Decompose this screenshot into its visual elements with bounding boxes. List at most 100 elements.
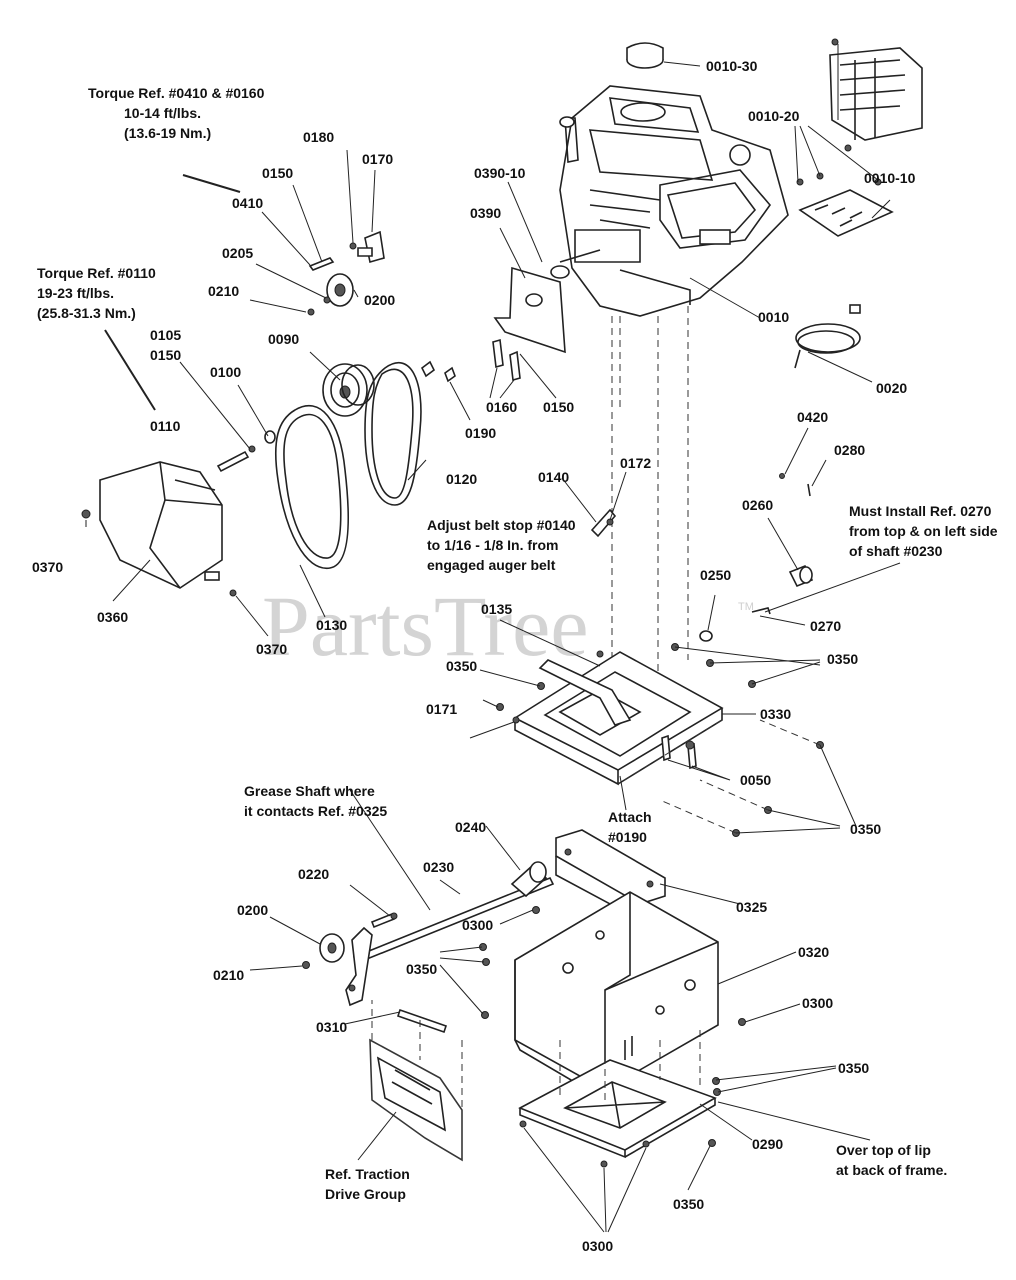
label-0350-frame: 0350: [406, 961, 437, 977]
svg-text:from top & on left side: from top & on left side: [849, 523, 998, 539]
label-0325: 0325: [736, 899, 767, 915]
label-0300-frame: 0300: [462, 917, 493, 933]
idler-pulley-0200: [326, 273, 354, 307]
pin-0270: [751, 607, 771, 615]
label-0150-upper: 0150: [262, 165, 293, 181]
svg-text:10-14 ft/lbs.: 10-14 ft/lbs.: [124, 105, 201, 121]
label-0300-bottom: 0300: [582, 1238, 613, 1254]
svg-text:(13.6-19 Nm.): (13.6-19 Nm.): [124, 125, 211, 141]
watermark: PartsTree: [262, 578, 589, 674]
small-screws: [796, 38, 882, 186]
base-plate-0290: [518, 1059, 717, 1168]
label-0290: 0290: [752, 1136, 783, 1152]
label-0010: 0010: [758, 309, 789, 325]
label-0205: 0205: [222, 245, 253, 261]
label-0390-10: 0390-10: [474, 165, 526, 181]
gas-cap-0010-30: [626, 42, 664, 69]
watermark-trademark: TM: [738, 601, 754, 613]
note-over-lip: Over top of lip at back of frame.: [836, 1142, 947, 1178]
svg-text:Must Install Ref. 0270: Must Install Ref. 0270: [849, 503, 992, 519]
svg-text:engaged auger belt: engaged auger belt: [427, 557, 556, 573]
svg-text:Attach: Attach: [608, 809, 652, 825]
label-0320: 0320: [798, 944, 829, 960]
label-0050: 0050: [740, 772, 771, 788]
pulley-0090: [322, 363, 375, 417]
label-0220: 0220: [298, 866, 329, 882]
muffler-guard-0010-20: [798, 189, 894, 237]
mounting-plate-0330: [513, 651, 724, 786]
svg-text:19-23 ft/lbs.: 19-23 ft/lbs.: [37, 285, 114, 301]
belt-cover-0360: [99, 461, 223, 589]
label-0390: 0390: [470, 205, 501, 221]
pin-0280: [779, 473, 811, 497]
washer-0250: [699, 630, 713, 642]
label-0200-lower: 0200: [237, 902, 268, 918]
note-attach-0190: Attach #0190: [608, 809, 652, 845]
washer-0100: [264, 430, 276, 444]
label-0350-plate-left: 0350: [446, 658, 477, 674]
harness-0020: [794, 304, 861, 369]
label-0270: 0270: [810, 618, 841, 634]
svg-text:to 1/16 - 1/8 In. from: to 1/16 - 1/8 In. from: [427, 537, 558, 553]
label-0350-plate-right: 0350: [827, 651, 858, 667]
bolt-0110: [216, 445, 256, 473]
shaft-0230: [352, 861, 555, 965]
note-grease-shaft: Grease Shaft where it contacts Ref. #032…: [244, 783, 387, 819]
hardware-frame: [479, 906, 746, 1147]
svg-text:Over top of lip: Over top of lip: [836, 1142, 931, 1158]
label-0190: 0190: [465, 425, 496, 441]
label-0300-right: 0300: [802, 995, 833, 1011]
label-0160: 0160: [486, 399, 517, 415]
leader-lines: [85, 44, 901, 1233]
label-0410: 0410: [232, 195, 263, 211]
label-0280: 0280: [834, 442, 865, 458]
bracket-0390: [493, 265, 570, 354]
label-0230: 0230: [423, 859, 454, 875]
label-0150-mid: 0150: [150, 347, 181, 363]
svg-text:at back of frame.: at back of frame.: [836, 1162, 947, 1178]
label-0020: 0020: [876, 380, 907, 396]
label-0010-10: 0010-10: [864, 170, 916, 186]
svg-text:(25.8-31.3 Nm.): (25.8-31.3 Nm.): [37, 305, 136, 321]
label-0010-20: 0010-20: [748, 108, 800, 124]
svg-text:of shaft #0230: of shaft #0230: [849, 543, 943, 559]
frame-0320: [514, 891, 719, 1102]
pulley-0200-lower: [302, 933, 345, 969]
label-0310: 0310: [316, 1019, 347, 1035]
note-belt-stop: Adjust belt stop #0140 to 1/16 - 1/8 In.…: [427, 517, 576, 573]
lever-0310: [345, 926, 448, 1034]
screws-0370: [81, 509, 237, 597]
traction-drive-group: [369, 1038, 463, 1162]
label-0330: 0330: [760, 706, 791, 722]
label-0350-base: 0350: [838, 1060, 869, 1076]
svg-text:Ref. Traction: Ref. Traction: [325, 1166, 410, 1182]
svg-text:Drive Group: Drive Group: [325, 1186, 406, 1202]
note-traction-drive: Ref. Traction Drive Group: [325, 1166, 410, 1202]
label-0210-lower: 0210: [213, 967, 244, 983]
label-0100: 0100: [210, 364, 241, 380]
label-0120: 0120: [446, 471, 477, 487]
label-0130: 0130: [316, 617, 347, 633]
part-labels: 0010-30 0010-20 0010-10 0390-10 0390 018…: [32, 58, 916, 1254]
bushing-0260: [788, 564, 814, 588]
note-torque-0410-0160: Torque Ref. #0410 & #0160 10-14 ft/lbs. …: [88, 85, 265, 141]
label-0170: 0170: [362, 151, 393, 167]
label-0200-upper: 0200: [364, 292, 395, 308]
idler-bracket-0170: [357, 230, 385, 264]
label-0135: 0135: [481, 601, 512, 617]
belt-0120: [364, 361, 422, 506]
note-torque-0110: Torque Ref. #0110 19-23 ft/lbs. (25.8-31…: [37, 265, 156, 321]
label-0090: 0090: [268, 331, 299, 347]
label-0210-upper: 0210: [208, 283, 239, 299]
label-0370-left: 0370: [32, 559, 63, 575]
label-0360: 0360: [97, 609, 128, 625]
note-install-0270: Must Install Ref. 0270 from top & on lef…: [849, 503, 998, 559]
label-0240: 0240: [455, 819, 486, 835]
label-0171: 0171: [426, 701, 457, 717]
label-0370-bottom: 0370: [256, 641, 287, 657]
label-0110: 0110: [150, 418, 181, 434]
label-0260: 0260: [742, 497, 773, 513]
svg-text:it contacts Ref. #0325: it contacts Ref. #0325: [244, 803, 387, 819]
svg-text:Torque Ref. #0410 & #0160: Torque Ref. #0410 & #0160: [88, 85, 265, 101]
